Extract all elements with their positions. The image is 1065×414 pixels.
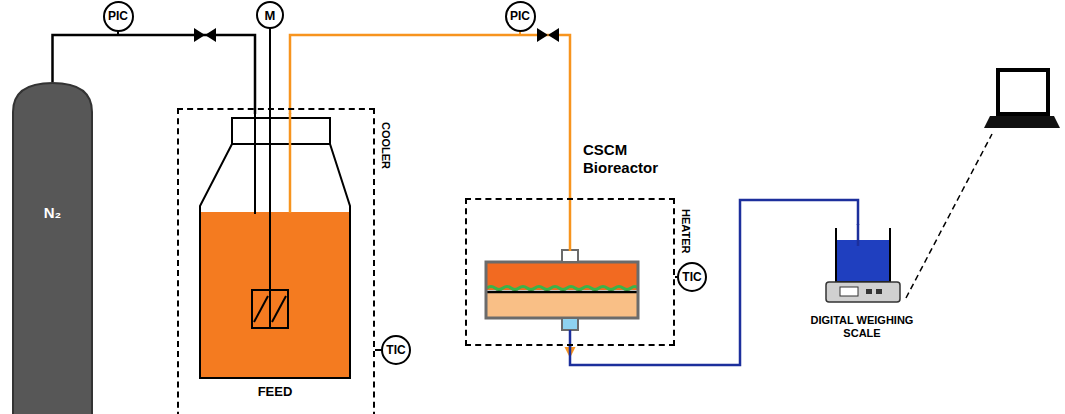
pressure-controller: PIC: [103, 1, 134, 32]
impeller-blade: [254, 296, 268, 322]
laptop: [984, 70, 1060, 128]
feed-dip-tube: [289, 113, 292, 213]
cylinder-body: [13, 83, 92, 414]
valve-symbol: [194, 28, 205, 42]
laptop-base: [984, 116, 1060, 128]
beaker: [836, 228, 890, 282]
reactor-housing: [486, 262, 638, 318]
feed-vessel: FEED: [196, 114, 354, 404]
node-label: PIC: [510, 10, 530, 22]
membrane: [486, 291, 638, 294]
pressure-controller: PIC: [505, 1, 536, 32]
laptop-screen: [998, 70, 1048, 114]
weighing-scale: DIGITAL WEIGHING SCALE: [803, 225, 921, 343]
permeate-liquid: [837, 240, 889, 281]
bioreactor: [486, 250, 638, 330]
sensor-stub: [375, 349, 382, 351]
node-label: HEATER: [679, 209, 692, 253]
data-link: [906, 134, 992, 298]
node-label: TIC: [682, 271, 701, 283]
pipe-connector: [290, 35, 576, 414]
bottle-body: [200, 144, 350, 378]
node-label: M: [265, 9, 276, 22]
valve-symbol: [537, 28, 548, 42]
valve-symbol: [548, 28, 559, 42]
stirrer-shaft: [269, 28, 271, 328]
node-label: TIC: [386, 344, 405, 356]
permeate-chamber: [486, 292, 638, 318]
valve-symbol: [205, 28, 216, 42]
outlet-nozzle: [562, 318, 578, 330]
node-label: PIC: [108, 10, 128, 22]
pipe-connector: [570, 200, 858, 414]
scale-body: [826, 282, 900, 302]
node-label: FEED: [258, 384, 293, 400]
inlet-nozzle: [562, 250, 578, 262]
instrument-circle: [382, 336, 410, 364]
component-label: CSCM Bioreactor: [583, 141, 683, 177]
instrument-circle: [506, 2, 535, 31]
cooler-enclosure: COOLERFEED: [177, 108, 375, 414]
heater-enclosure: HEATER: [465, 198, 675, 346]
instrument-circle: [104, 2, 133, 31]
temperature-controller: TIC: [677, 262, 707, 292]
pipe-line: [290, 35, 570, 198]
impeller-blade: [272, 296, 286, 322]
temperature-controller: TIC: [381, 335, 411, 365]
instrument-circle: [257, 2, 283, 28]
instrument-circle: [678, 263, 706, 291]
gas-dip-tube: [254, 113, 256, 214]
impeller: [252, 290, 288, 328]
weighing-scale-drawing: [826, 228, 900, 302]
gas-cylinder: N₂: [12, 82, 93, 414]
retentate-chamber: [486, 262, 638, 290]
bottle-cap: [232, 118, 330, 144]
scale-button: [876, 289, 882, 294]
node-label: DIGITAL WEIGHING SCALE: [804, 314, 920, 340]
feed-liquid: [201, 212, 349, 377]
cylinder-outline: [12, 82, 93, 414]
scale-button: [866, 289, 872, 294]
inlet-pipe: [569, 197, 572, 251]
label-holder: CSCM Bioreactor: [583, 141, 683, 177]
scale-display: [840, 287, 858, 296]
permeate-drop-pipe: [857, 224, 860, 246]
node-label: COOLER: [379, 122, 392, 169]
feed-bottle: [200, 118, 350, 378]
motor: M: [256, 1, 284, 29]
node-label: N₂: [12, 204, 93, 222]
pipe-line: [570, 200, 858, 365]
biofilm-layer: [487, 287, 638, 290]
